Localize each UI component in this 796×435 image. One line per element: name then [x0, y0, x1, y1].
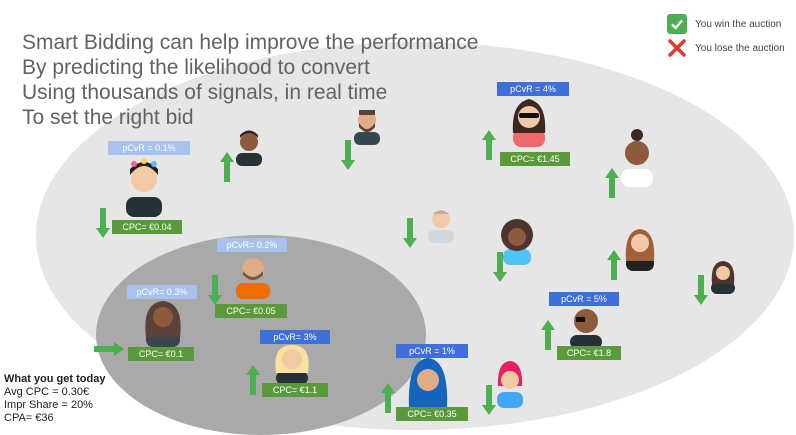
pcvr-label: pCvR= 3% — [260, 330, 330, 344]
arrow-down-icon — [493, 252, 507, 282]
arrow-down-icon — [694, 275, 708, 305]
person-avatar-icon — [275, 345, 309, 385]
pcvr-label: pCvR = 4% — [497, 82, 569, 96]
check-mark-icon — [667, 14, 687, 34]
pcvr-label: pCvR = 1% — [396, 344, 468, 358]
arrow-up-icon — [541, 320, 555, 350]
legend-win-label: You win the auction — [695, 18, 782, 30]
legend: You win the auction You lose the auction — [667, 12, 785, 60]
cpc-label: CPC= €0.05 — [215, 304, 287, 318]
person-avatar-icon — [236, 258, 270, 299]
headline-line-2: By predicting the likelihood to convert — [22, 56, 370, 79]
legend-lose-label: You lose the auction — [695, 42, 785, 54]
cpc-label: CPC= €1.8 — [557, 346, 621, 360]
headline: Smart Bidding can help improve the perfo… — [22, 30, 478, 130]
legend-lose: You lose the auction — [667, 36, 785, 60]
person-avatar-icon — [497, 361, 523, 408]
cpc-label: CPC= €1.45 — [500, 152, 570, 166]
summary-impr-share: Impr Share = 20% — [4, 399, 93, 411]
person-avatar-icon — [570, 309, 602, 349]
arrow-down-icon — [96, 208, 110, 238]
person-avatar-icon — [621, 129, 653, 187]
summary-cpa: CPA= €36 — [4, 412, 54, 424]
arrow-up-icon — [605, 168, 619, 198]
pcvr-label: pCvR= 0.3% — [127, 285, 197, 299]
cpc-label: CPC= €1.1 — [262, 383, 328, 397]
arrow-right-icon — [94, 342, 124, 356]
arrow-down-icon — [341, 140, 355, 170]
summary-avg-cpc: Avg CPC = 0.30€ — [4, 386, 90, 398]
person-avatar-icon — [354, 110, 380, 145]
person-avatar-icon — [428, 210, 454, 243]
person-avatar-icon — [126, 158, 162, 217]
current-results-summary: What you get today Avg CPC = 0.30€ Impr … — [4, 373, 105, 425]
arrow-up-icon — [381, 383, 395, 413]
person-avatar-icon — [408, 358, 448, 408]
arrow-up-icon — [482, 130, 496, 160]
legend-win: You win the auction — [667, 12, 785, 36]
person-avatar-icon — [512, 99, 546, 147]
arrow-up-icon — [220, 152, 234, 182]
pcvr-label: pCvR = 0.1% — [108, 141, 190, 155]
arrow-down-icon — [403, 218, 417, 248]
summary-title: What you get today — [4, 373, 106, 385]
pcvr-label: pCvR = 5% — [549, 292, 619, 306]
person-avatar-icon — [711, 261, 735, 294]
cpc-label: CPC= €0.1 — [128, 347, 194, 361]
headline-line-1: Smart Bidding can help improve the perfo… — [22, 31, 479, 54]
arrow-down-icon — [208, 275, 222, 305]
person-avatar-icon — [501, 219, 533, 265]
cross-mark-icon — [667, 38, 687, 58]
arrow-up-icon — [607, 250, 621, 280]
headline-line-4: To set the right bid — [22, 106, 194, 129]
person-avatar-icon — [145, 301, 181, 347]
arrow-up-icon — [246, 365, 260, 395]
cpc-label: CPC= €0.35 — [396, 407, 468, 421]
person-avatar-icon — [625, 229, 655, 271]
headline-line-3: Using thousands of signals, in real time — [22, 81, 388, 104]
pcvr-label: pCvR= 0.2% — [217, 238, 287, 252]
cpc-label: CPC= €0.04 — [112, 220, 182, 234]
arrow-down-icon — [482, 385, 496, 415]
person-avatar-icon — [236, 130, 262, 166]
